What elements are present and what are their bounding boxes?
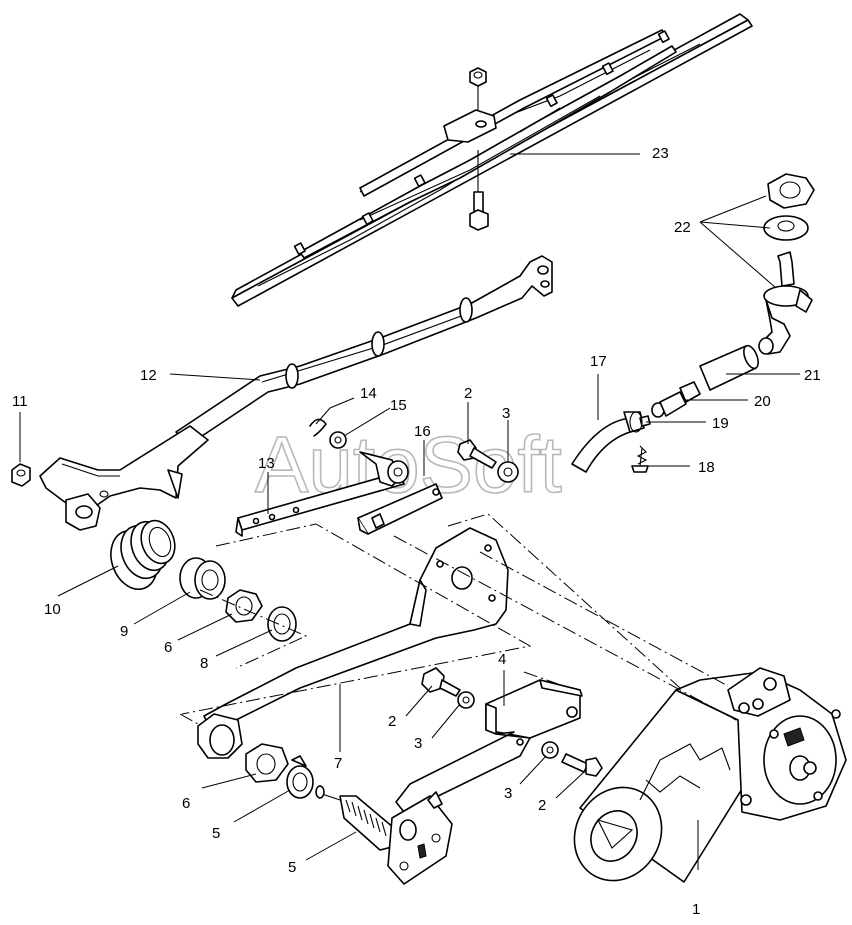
clip-14-icon xyxy=(309,418,327,437)
callout-2-upper: 2 xyxy=(464,385,472,402)
callout-18: 18 xyxy=(698,459,715,476)
link-rod-icon xyxy=(357,451,443,535)
callout-14: 14 xyxy=(360,385,377,402)
callout-17: 17 xyxy=(590,353,607,370)
callout-3-upper: 3 xyxy=(502,405,510,422)
nut-11-icon xyxy=(11,463,31,487)
callout-23: 23 xyxy=(652,145,669,162)
wiper-arm-icon xyxy=(39,255,553,531)
callout-2-lower: 2 xyxy=(538,797,546,814)
callout-5-upper: 5 xyxy=(212,825,220,842)
callout-4: 4 xyxy=(498,651,506,668)
callout-5-lower: 5 xyxy=(288,859,296,876)
washer-15-icon xyxy=(329,431,347,449)
callout-20: 20 xyxy=(754,393,771,410)
mounting-bracket-icon xyxy=(395,667,603,813)
wiper-blade-icon xyxy=(231,13,753,307)
link-plate-icon xyxy=(235,471,405,537)
callout-16: 16 xyxy=(414,423,431,440)
callout-21: 21 xyxy=(804,367,821,384)
spring-pin-icon xyxy=(315,785,453,885)
bolt-2-upper-icon xyxy=(457,439,497,469)
callout-22: 22 xyxy=(674,219,691,236)
washer-8-icon xyxy=(267,606,297,642)
crank-lever-icon xyxy=(197,527,509,759)
nut-6-upper-icon xyxy=(225,589,263,623)
callout-8: 8 xyxy=(200,655,208,672)
callout-11: 11 xyxy=(12,393,28,410)
screw-18-icon xyxy=(631,445,649,473)
wiper-motor-icon xyxy=(573,667,847,883)
protective-boot-icon xyxy=(110,519,176,590)
callout-2-middle: 2 xyxy=(388,713,396,730)
callout-6-lower: 6 xyxy=(182,795,190,812)
callout-3-middle: 3 xyxy=(414,735,422,752)
callout-labels: 1 2 2 2 3 3 3 4 5 5 6 6 7 8 9 10 11 12 1… xyxy=(12,145,821,918)
washer-3-upper-icon xyxy=(497,461,519,483)
callout-15: 15 xyxy=(390,397,407,414)
clip-5-upper-icon xyxy=(286,755,314,799)
washer-hose-icon xyxy=(571,411,651,473)
callout-6-upper: 6 xyxy=(164,639,172,656)
callout-1: 1 xyxy=(692,901,700,918)
callout-12: 12 xyxy=(140,367,157,384)
callout-10: 10 xyxy=(44,601,61,618)
callout-19: 19 xyxy=(712,415,729,432)
nut-6-lower-icon xyxy=(245,743,289,783)
hose-connector-icon xyxy=(651,381,701,418)
hose-tube-icon xyxy=(699,344,759,391)
callout-9: 9 xyxy=(120,623,128,640)
assembly-lines xyxy=(179,513,737,725)
callout-13: 13 xyxy=(258,455,275,472)
callout-7: 7 xyxy=(334,755,342,772)
bushing-9-icon xyxy=(179,557,226,600)
washer-nozzle-icon xyxy=(758,173,815,355)
leader-lines xyxy=(19,153,800,870)
callout-3-lower: 3 xyxy=(504,785,512,802)
